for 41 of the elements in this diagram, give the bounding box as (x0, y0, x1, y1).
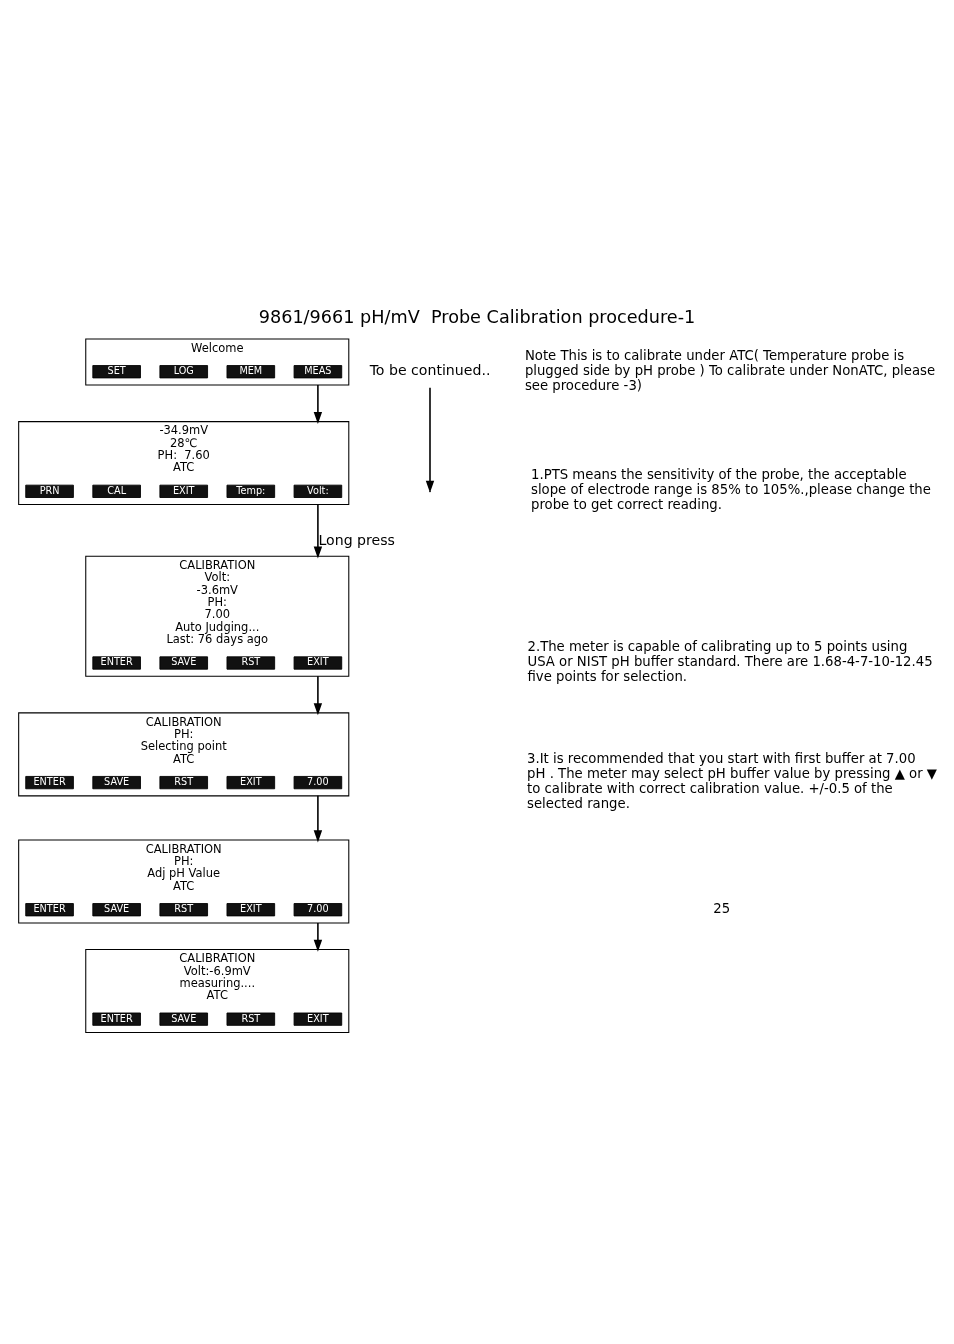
node-box: CAL (92, 484, 141, 498)
node-box: SAVE (92, 902, 141, 916)
node-box: SET (92, 364, 141, 378)
node-box: RST (159, 902, 208, 916)
node-text: To be continued.. (369, 361, 491, 378)
arrow (313, 503, 323, 559)
node-box: RST (226, 655, 276, 670)
arrow (313, 921, 323, 952)
arrow (313, 794, 323, 842)
label: 1.PTS means the sensitivity of the probe, the acceptable slope of electrode range is 85% to 105%.,please change the probe to get correct reading. (531, 466, 931, 512)
node-box: MEM (226, 364, 276, 378)
node-box: 7.00 (293, 775, 343, 789)
label: 2.The meter is capable of calibrating up to 5 points using USA or NIST pH buffer standard. There are 1.68-4-7-10-12.45 five points for selection. (527, 638, 933, 684)
node-box: RST (226, 1012, 276, 1026)
node-box: ENTER (25, 775, 74, 789)
diagram-title: 9861/9661 pH/mV Probe Calibration procedure-1 (258, 306, 696, 327)
node-box: SAVE (159, 655, 208, 670)
label: 3.It is recommended that you start with first buffer at 7.00 pH . The meter may select pH buffer value by pressing ▲ or ▼ to calibrate with correct calibration value. +/-0.5 of the selected range. (527, 750, 937, 811)
node-box: RST (159, 775, 208, 789)
node-box: SAVE (92, 775, 141, 789)
edge-label: Long press (318, 531, 395, 548)
node-box: Temp: (226, 484, 276, 498)
node-box: ENTER (25, 902, 74, 916)
node-box: SAVE (159, 1012, 208, 1026)
node-box: EXIT (293, 1012, 343, 1026)
arrow (313, 674, 323, 715)
arrow (425, 386, 435, 493)
arrow (313, 383, 323, 424)
label: Note This is to calibrate under ATC( Temperature probe is plugged side by pH probe ) To calibrate under NonATC, please see procedure -3) (524, 347, 936, 393)
node-box: PRN (25, 484, 74, 498)
node-box: EXIT (159, 484, 208, 498)
node-box: EXIT (293, 655, 343, 670)
node-box: LOG (159, 364, 208, 378)
node-box: EXIT (226, 775, 276, 789)
node-box: ENTER (92, 655, 141, 670)
node-box: Volt: (293, 484, 343, 498)
node-box: EXIT (226, 902, 276, 916)
label: 25 (713, 900, 731, 916)
node-box: 7.00 (293, 902, 343, 916)
node-box: ENTER (92, 1012, 141, 1026)
node-box: MEAS (293, 364, 343, 378)
